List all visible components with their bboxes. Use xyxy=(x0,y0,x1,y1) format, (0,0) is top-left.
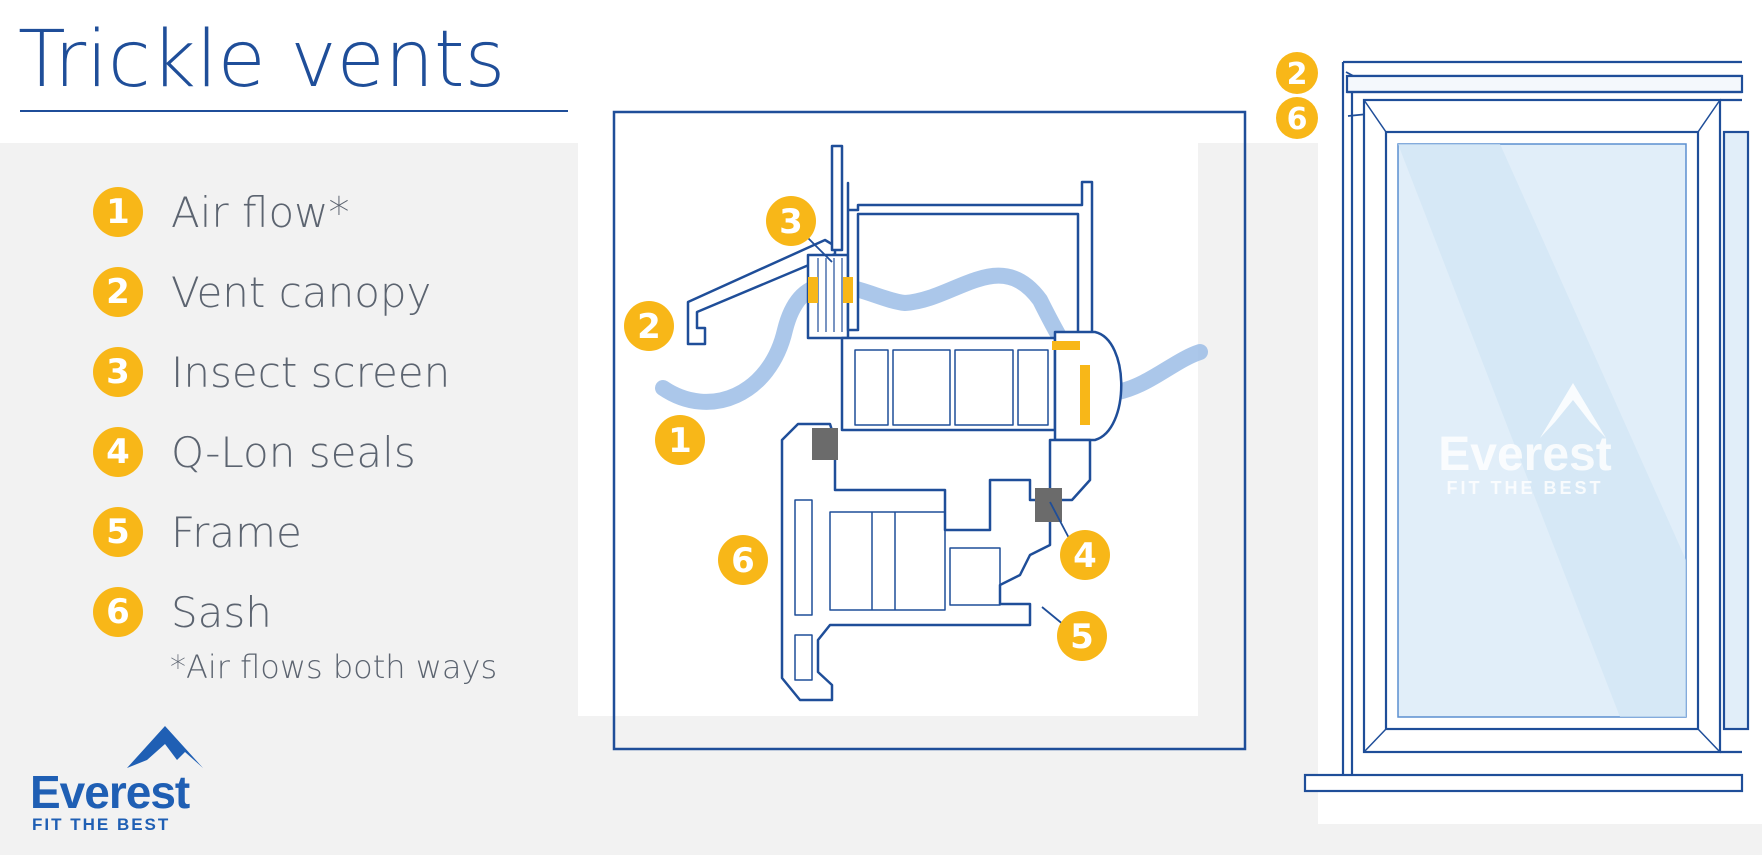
callout-number: 3 xyxy=(779,202,803,242)
callout-badge: 5 xyxy=(1057,611,1107,661)
callout-badge: 6 xyxy=(1276,97,1318,139)
section-callouts: 3 2 1 4 6 5 xyxy=(624,196,1110,661)
page-title: Trickle vents xyxy=(18,15,506,105)
air-gap-seals xyxy=(808,277,1090,425)
number-badge: 5 xyxy=(93,507,143,557)
vent-body xyxy=(840,336,1057,432)
legend-item: 4 Q-Lon seals xyxy=(93,412,450,492)
sash-profile xyxy=(780,422,1052,702)
callout-badge: 4 xyxy=(1060,530,1110,580)
vent-body-chambers xyxy=(854,349,1049,426)
everest-logo: Everest FIT THE BEST xyxy=(30,722,230,834)
legend-label: Sash xyxy=(171,587,272,637)
head-frame-profile xyxy=(846,180,1094,342)
canopy-upstand xyxy=(830,144,844,252)
logo-tagline: FIT THE BEST xyxy=(32,815,171,834)
callout-number: 4 xyxy=(1073,536,1097,576)
number-badge: 2 xyxy=(93,267,143,317)
vent-canopy-strip xyxy=(1345,74,1744,94)
vent-canopy xyxy=(686,238,837,346)
q-lon-seals xyxy=(812,428,1062,522)
legend-label: Air flow* xyxy=(171,187,350,237)
legend-item: 2 Vent canopy xyxy=(93,252,450,332)
callout-badge: 1 xyxy=(655,415,705,465)
legend-list: 1 Air flow* 2 Vent canopy 3 Insect scree… xyxy=(93,172,450,652)
number-badge: 4 xyxy=(93,427,143,477)
mountain-logo-icon xyxy=(127,726,203,768)
callout-number: 2 xyxy=(637,307,661,347)
adjacent-sash-edge xyxy=(1720,98,1742,754)
number-badge: 3 xyxy=(93,347,143,397)
watermark-mountain-icon xyxy=(1540,383,1606,438)
callout-badge: 6 xyxy=(718,535,768,585)
legend-item: 3 Insect screen xyxy=(93,332,450,412)
watermark-wordmark: Everest xyxy=(1438,428,1611,481)
callout-badge: 2 xyxy=(624,301,674,351)
watermark-tagline: FIT THE BEST xyxy=(1447,478,1604,498)
window-elevation: Everest FIT THE BEST xyxy=(1303,60,1750,793)
callout-number: 2 xyxy=(1287,57,1308,92)
adjacent-glass-pane xyxy=(1722,130,1750,731)
callout-badge: 3 xyxy=(766,196,816,246)
callout-number: 5 xyxy=(1070,617,1094,657)
title-underline xyxy=(20,110,568,112)
legend-label: Vent canopy xyxy=(171,267,432,317)
callout-number: 6 xyxy=(1287,102,1308,137)
callout-number: 1 xyxy=(668,421,692,461)
callout-number: 6 xyxy=(731,541,755,581)
sash-mitre-joints xyxy=(1363,99,1721,753)
window-callouts: 2 6 xyxy=(1276,52,1318,139)
callout-badge: 2 xyxy=(1276,52,1318,94)
section-frame-box xyxy=(612,110,1247,751)
window-sill xyxy=(1303,773,1744,793)
sash-chamber-divisions xyxy=(871,512,1001,610)
sash-chambers xyxy=(829,511,946,611)
number-badge: 6 xyxy=(93,587,143,637)
legend-label: Insect screen xyxy=(171,347,451,397)
sash-outer-chambers xyxy=(794,499,813,681)
air-flow-footnote: *Air flows both ways xyxy=(170,648,498,686)
legend-item: 5 Frame xyxy=(93,492,450,572)
legend-label: Q-Lon seals xyxy=(171,427,416,477)
number-badge: 1 xyxy=(93,187,143,237)
legend-item: 1 Air flow* xyxy=(93,172,450,252)
legend-item: 6 Sash xyxy=(93,572,450,652)
logo-wordmark: Everest xyxy=(30,766,190,818)
glass-reflection xyxy=(1398,144,1686,717)
legend-label: Frame xyxy=(171,507,302,557)
